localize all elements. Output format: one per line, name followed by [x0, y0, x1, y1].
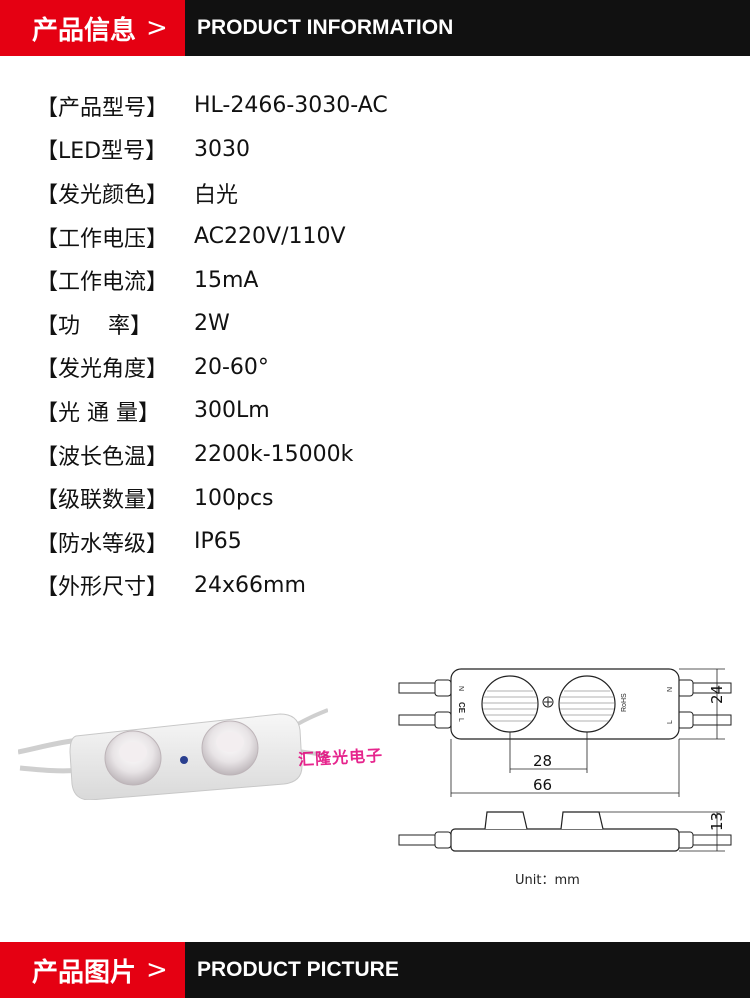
spec-value: IP65	[194, 529, 242, 555]
spec-label: 【外形尺寸】	[36, 575, 169, 601]
unit-label: Unit：mm	[515, 873, 580, 888]
spec-value: 2200k-15000k	[194, 442, 354, 468]
chevron-right-icon: >	[146, 13, 168, 43]
spec-label: 【光 通 量】	[36, 400, 160, 426]
spec-row-power: 【功 率】 2W	[36, 302, 388, 346]
dim-thickness-13: 13	[708, 812, 726, 831]
mark-l-right: L	[667, 720, 674, 724]
section-title-cn: 产品信息	[32, 15, 137, 46]
spec-row-model: 【产品型号】 HL-2466-3030-AC	[36, 84, 388, 128]
section-title-cn: 产品图片	[32, 957, 137, 988]
mark-l-left: L	[457, 718, 464, 722]
spec-label: 【工作电流】	[36, 270, 169, 296]
spec-label: 【级联数量】	[36, 488, 169, 514]
watermark-logo: 汇隆光电子	[297, 745, 384, 770]
spec-value: 2W	[194, 311, 230, 337]
spec-label: 【工作电压】	[36, 226, 169, 252]
dim-spacing-28: 28	[533, 752, 552, 770]
spec-row-voltage: 【工作电压】 AC220V/110V	[36, 215, 388, 259]
dim-length-66: 66	[533, 776, 552, 794]
spec-row-current: 【工作电流】 15mA	[36, 258, 388, 302]
spec-value: 300Lm	[194, 398, 270, 424]
section-title-en: PRODUCT PICTURE	[197, 958, 399, 981]
spec-list: 【产品型号】 HL-2466-3030-AC 【LED型号】 3030 【发光颜色】…	[36, 84, 388, 607]
dim-height-24: 24	[708, 685, 726, 704]
spec-row-ip: 【防水等级】 IP65	[36, 520, 388, 564]
spec-label: 【防水等级】	[36, 531, 169, 557]
dimension-drawing: N CE L RoHS N L 24 28 66 13	[398, 668, 732, 852]
spec-row-color: 【发光颜色】白光	[36, 171, 388, 215]
spec-label: 【LED型号】	[36, 139, 168, 165]
section-header-cn: 产品信息 >	[0, 0, 185, 56]
spec-value: 20-60°	[194, 354, 269, 380]
product-photo	[18, 708, 328, 800]
spec-value: 白光	[194, 182, 239, 208]
spec-row-cct: 【波长色温】 2200k-15000k	[36, 433, 388, 477]
spec-value: 3030	[194, 136, 250, 162]
spec-row-cascade: 【级联数量】 100pcs	[36, 476, 388, 520]
spec-row-flux: 【光 通 量】 300Lm	[36, 389, 388, 433]
spec-value: 15mA	[194, 267, 259, 293]
spec-label: 【功 率】	[36, 313, 152, 339]
spec-value: 24x66mm	[194, 572, 306, 598]
spec-value: 100pcs	[194, 485, 274, 511]
section-header-info: 产品信息 > PRODUCT INFORMATION	[0, 0, 750, 56]
spec-label: 【波长色温】	[36, 444, 169, 470]
spec-row-led-model: 【LED型号】 3030	[36, 128, 388, 172]
spec-row-size: 【外形尺寸】 24x66mm	[36, 564, 388, 608]
section-title-en: PRODUCT INFORMATION	[197, 16, 454, 39]
spec-label: 【发光颜色】	[36, 182, 169, 208]
spec-row-angle: 【发光角度】 20-60°	[36, 346, 388, 390]
section-header-cn: 产品图片 >	[0, 942, 185, 998]
mark-ce: CE	[457, 702, 466, 714]
spec-label: 【发光角度】	[36, 357, 169, 383]
chevron-right-icon: >	[146, 955, 168, 985]
spec-value: HL-2466-3030-AC	[194, 93, 388, 119]
mark-rohs: RoHS	[621, 693, 628, 712]
mark-n-right: N	[667, 687, 674, 692]
spec-label: 【产品型号】	[36, 95, 169, 121]
section-header-picture: 产品图片 > PRODUCT PICTURE	[0, 942, 750, 998]
mark-n-left: N	[457, 686, 464, 691]
spec-value: AC220V/110V	[194, 224, 346, 250]
